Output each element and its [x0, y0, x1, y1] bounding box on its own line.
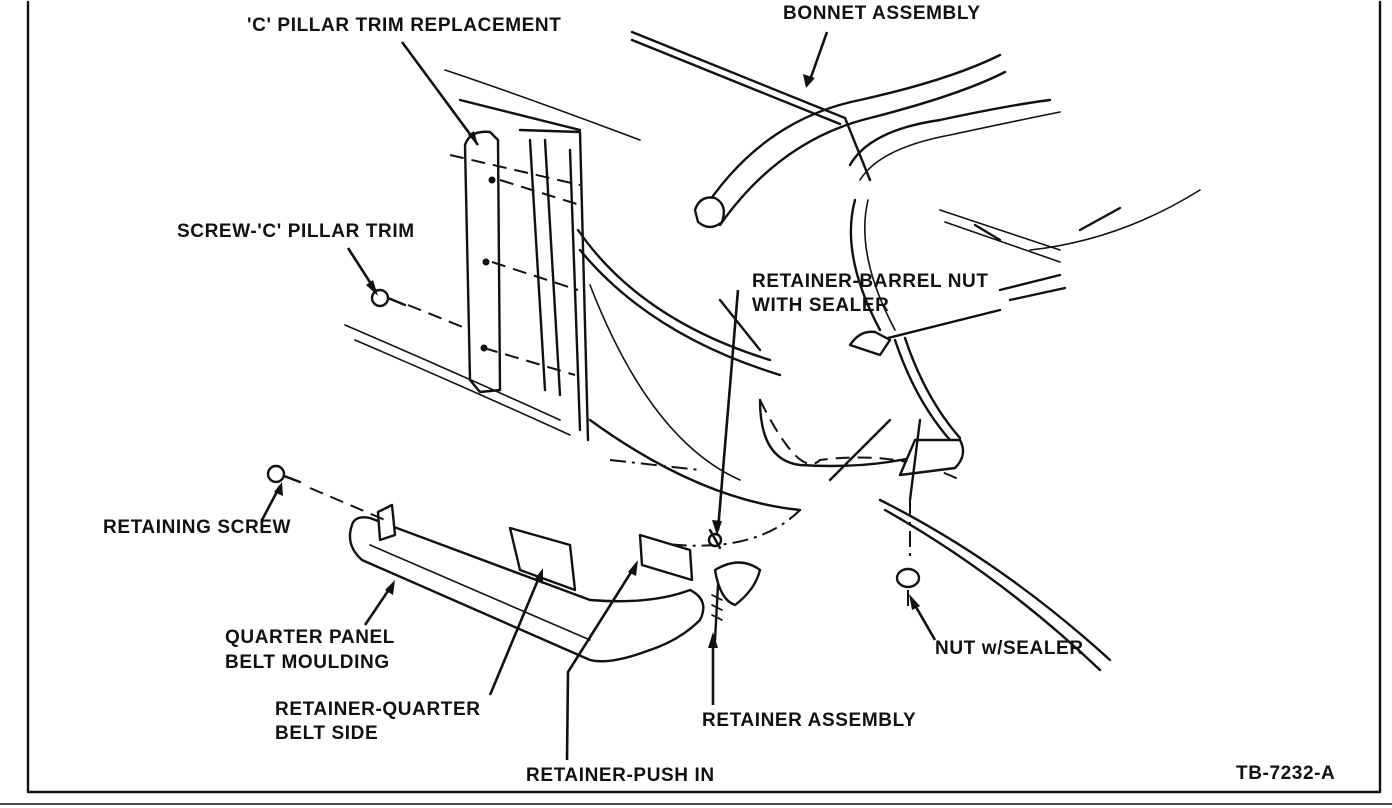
label-retainer-assembly: RETAINER ASSEMBLY	[702, 710, 917, 731]
label-quarter-panel-line1: QUARTER PANEL	[225, 627, 396, 648]
label-nut-w-sealer: NUT w/SEALER	[935, 638, 1084, 659]
label-screw-c-pillar-trim: SCREW-'C' PILLAR TRIM	[177, 221, 415, 242]
label-retaining-screw: RETAINING SCREW	[103, 517, 292, 538]
bonnet-body	[444, 30, 1201, 332]
label-belt-moulding-line2: BELT MOULDING	[225, 652, 390, 673]
quarter-panel	[576, 228, 961, 547]
belt-moulding-part	[348, 503, 705, 663]
label-retainer-quarter-line1: RETAINER-QUARTER	[275, 699, 481, 720]
label-bonnet-assembly: BONNET ASSEMBLY	[783, 3, 981, 24]
push-in-screw	[711, 583, 723, 642]
retainer-push-in-part	[638, 533, 694, 582]
label-belt-side-line2: BELT SIDE	[275, 723, 379, 744]
c-pillar-trim	[344, 98, 590, 442]
label-retainer-barrel-nut-line2: WITH SEALER	[752, 295, 890, 316]
retainer-assembly-part	[713, 561, 762, 607]
label-retainer-push-in: RETAINER-PUSH IN	[526, 765, 715, 786]
barrel-nut-part	[707, 528, 723, 550]
figure-frame	[26, 0, 1382, 794]
figure-id: TB-7232-A	[1236, 763, 1336, 784]
label-c-pillar-trim-replacement: 'C' PILLAR TRIM REPLACEMENT	[247, 15, 562, 36]
retaining-screw-part	[266, 464, 386, 521]
retainer-quarter-part	[508, 526, 577, 592]
roof-channel	[828, 308, 1112, 672]
screw-c-pillar	[370, 288, 471, 331]
label-retainer-barrel-nut-line1: RETAINER-BARREL NUT	[752, 271, 989, 292]
nut-sealer-part	[895, 567, 921, 610]
leader-lines	[260, 31, 937, 761]
